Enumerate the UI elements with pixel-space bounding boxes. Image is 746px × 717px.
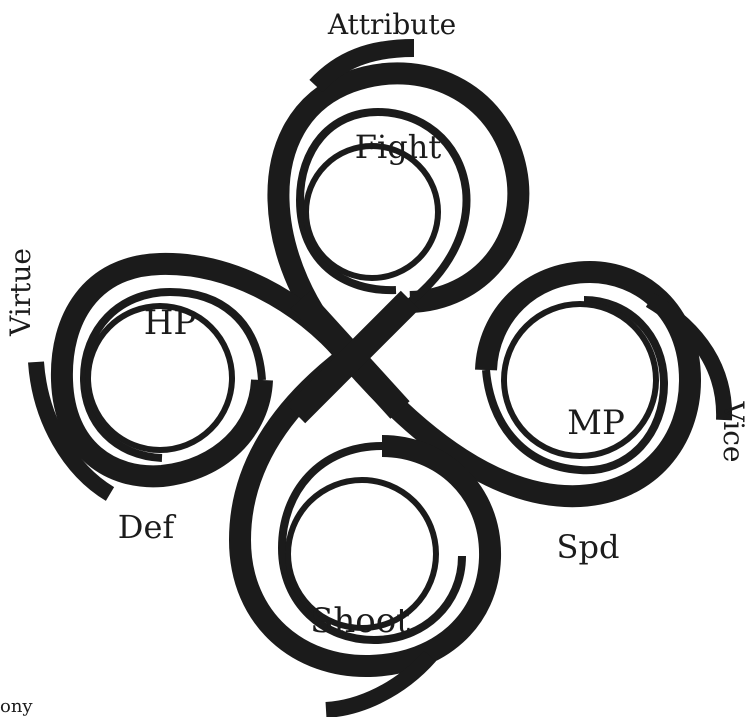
label-vice: Vice — [717, 401, 746, 463]
label-spd: Spd — [557, 528, 620, 566]
label-mp: MP — [567, 403, 625, 443]
label-fight: Fight — [355, 128, 442, 166]
label-virtue: Virtue — [4, 248, 37, 337]
corner-text-fragment: ony — [0, 696, 33, 717]
label-attribute: Attribute — [327, 8, 456, 41]
label-shoot: Shoot — [310, 601, 410, 641]
swirl-right-inner-band — [486, 300, 664, 470]
label-def: Def — [118, 508, 177, 546]
swirl-bottom — [240, 356, 490, 710]
label-hp: HP — [144, 303, 197, 343]
